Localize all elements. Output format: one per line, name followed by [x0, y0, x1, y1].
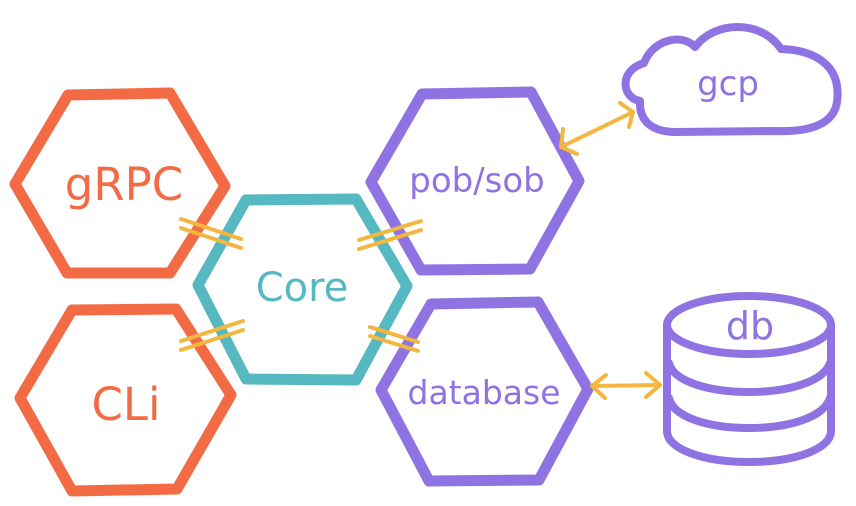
grpc-hexagon	[9, 87, 231, 279]
core-label: Core	[256, 265, 349, 311]
core-database-connector	[368, 325, 420, 353]
core-pubsub-connector	[357, 219, 423, 251]
db-cylinder-icon	[663, 292, 835, 466]
core-hexagon	[192, 193, 413, 386]
database-db-arrow	[590, 371, 662, 400]
cli-hexagon	[14, 303, 237, 497]
gcp-label: gcp	[697, 64, 759, 104]
grpc-label: gRPC	[65, 158, 183, 211]
grpc-core-connector	[179, 217, 243, 250]
pubsub-label: pob/sob	[409, 161, 545, 201]
gcp-cloud-shape	[621, 23, 842, 136]
pubsub-hexagon	[365, 86, 585, 276]
cli-core-connector	[179, 319, 245, 352]
cli-label: CLi	[92, 378, 161, 431]
database-label: database	[408, 373, 561, 412]
db-label: db	[726, 304, 774, 348]
database-hexagon	[375, 296, 594, 487]
pubsub-gcp-arrow	[559, 101, 635, 156]
